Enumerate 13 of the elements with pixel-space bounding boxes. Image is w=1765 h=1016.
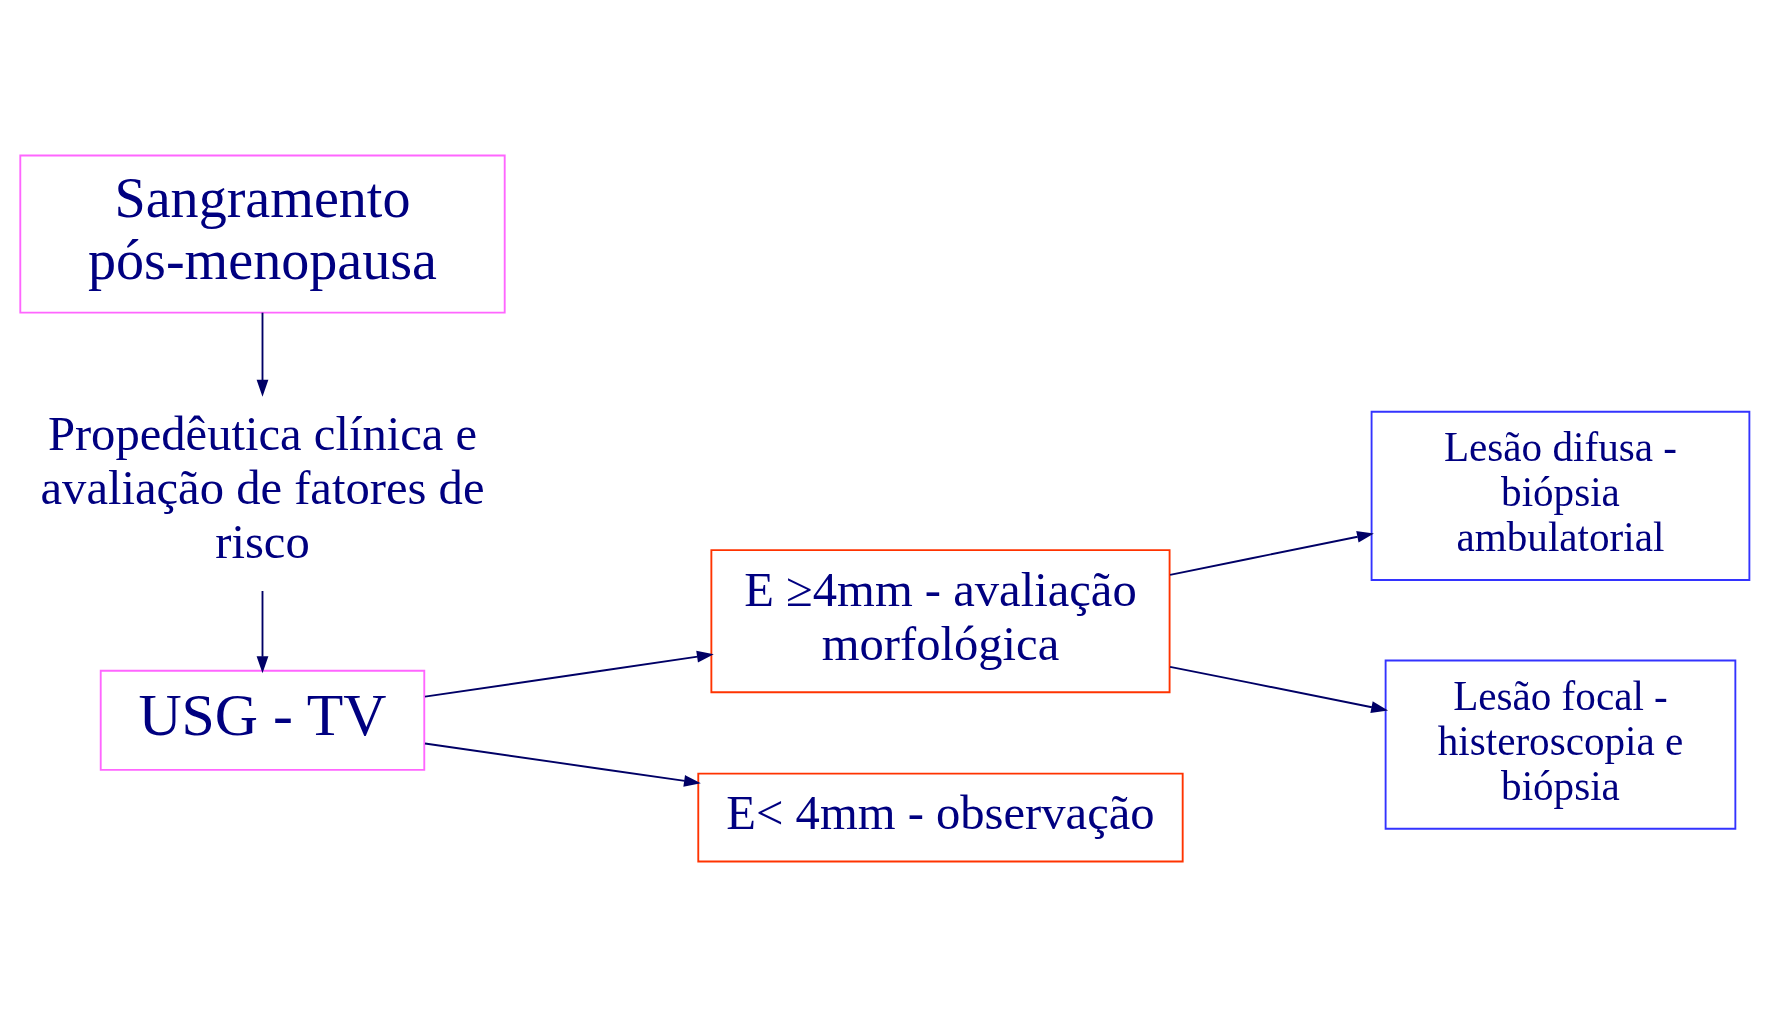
arrow — [424, 742, 701, 787]
node-box: E< 4mm - observação — [697, 772, 1184, 862]
node-box: USG - TV — [99, 669, 426, 771]
node-text: Propedêutica clínica e avaliação de fatores de risco — [40, 406, 485, 569]
arrow — [1169, 665, 1389, 713]
node-box: Lesão focal - histeroscopia e biópsia — [1384, 659, 1737, 830]
arrow — [1169, 530, 1374, 576]
node-box: Lesão difusa - biópsia ambulatorial — [1370, 410, 1751, 581]
node-box: E ≥4mm - avaliação morfológica — [710, 548, 1171, 693]
arrow — [256, 311, 269, 397]
arrow — [424, 650, 714, 698]
arrow — [256, 589, 269, 673]
node-box: Sangramento pós-menopausa — [19, 154, 506, 314]
